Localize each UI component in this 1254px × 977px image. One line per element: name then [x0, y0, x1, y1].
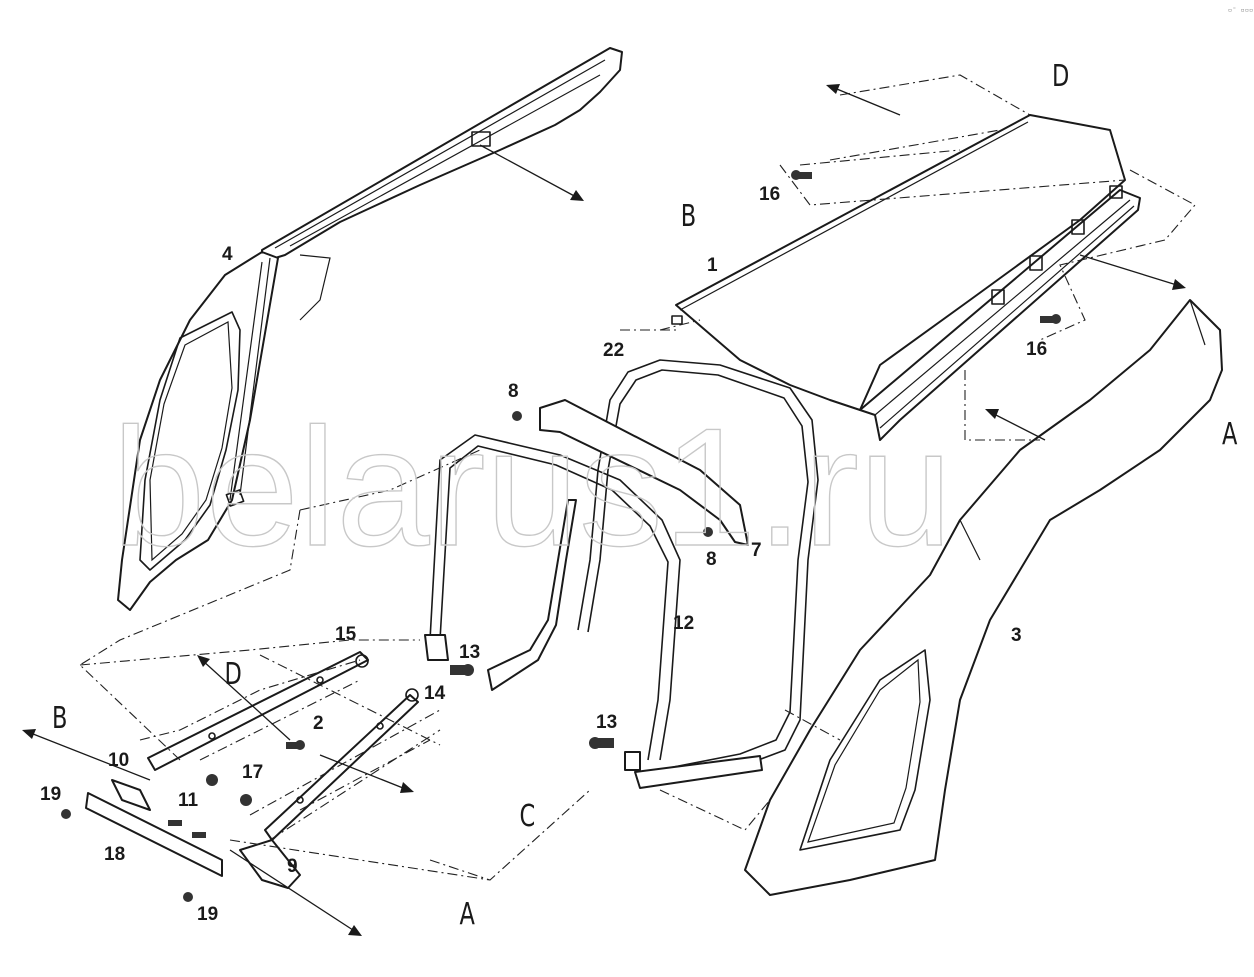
part-18-rail: [85, 779, 223, 877]
callout-15: 15: [335, 624, 357, 645]
callout-14: 14: [424, 683, 446, 704]
nut-17a: [206, 774, 218, 786]
nut-17b: [240, 794, 252, 806]
part-7-bracket: [487, 399, 749, 691]
view-letter-a-right: A: [1222, 417, 1237, 452]
part-12-frame: [424, 434, 681, 771]
bolt-16-right: [1040, 314, 1061, 324]
callout-16-right: 16: [1026, 339, 1047, 360]
callout-16-top: 16: [759, 184, 780, 205]
assembly-lines: [79, 74, 1196, 881]
bolt-11a: [168, 820, 182, 826]
callout-7: 7: [751, 540, 762, 561]
corner-mark: ▫⁼ ▫▫▫: [1228, 6, 1253, 14]
part-4-front-frame: [117, 47, 623, 611]
view-letter-c-mid: C: [520, 799, 536, 834]
bolt-19a: [61, 809, 71, 819]
callout-8-top: 8: [508, 381, 519, 402]
view-letter-b-top: B: [681, 199, 696, 234]
bolt-11b: [192, 832, 206, 838]
callout-17: 17: [242, 762, 263, 783]
bolt-8-top: [512, 411, 522, 421]
callout-10: 10: [108, 750, 129, 771]
callout-4: 4: [222, 244, 233, 265]
view-letters: B D C A B D C A: [52, 59, 1237, 932]
bolt-19b: [183, 892, 193, 902]
bolt-13-left: [450, 664, 474, 676]
callout-18: 18: [104, 844, 125, 865]
callout-2: 2: [313, 713, 324, 734]
callout-1: 1: [707, 255, 718, 276]
callout-13-right: 13: [596, 712, 617, 733]
fasteners: [61, 170, 1061, 902]
callout-19-left: 19: [40, 784, 61, 805]
callout-9: 9: [287, 856, 298, 877]
view-arrows: [22, 84, 1186, 936]
callout-3: 3: [1011, 625, 1022, 646]
bolt-2: [286, 740, 305, 750]
part-9-bracket: [239, 839, 301, 889]
part-14-rail: [264, 688, 419, 841]
view-letter-b-left: B: [52, 701, 67, 736]
callout-22: 22: [603, 340, 624, 361]
callout-8-mid: 8: [706, 549, 717, 570]
bolt-8-mid: [703, 527, 713, 537]
part-3-rear-panel: [744, 299, 1223, 896]
callout-numbers: 1 2 3 4 7 8 8 9 10 11 12 13 13 14 15 16 …: [40, 184, 1047, 925]
view-letter-d-left: D: [225, 657, 242, 692]
callout-19-bottom: 19: [197, 904, 218, 925]
callout-11: 11: [178, 790, 199, 811]
watermark: belarus1.ru: [112, 393, 953, 581]
view-letter-d-top: D: [1052, 59, 1069, 94]
bolt-16-top: [791, 170, 812, 180]
part-1-roof: [671, 114, 1141, 441]
callout-13-left: 13: [459, 642, 480, 663]
callout-12: 12: [673, 613, 694, 634]
view-letter-a-bottom: A: [460, 897, 475, 932]
bolt-13-right: [589, 737, 614, 749]
